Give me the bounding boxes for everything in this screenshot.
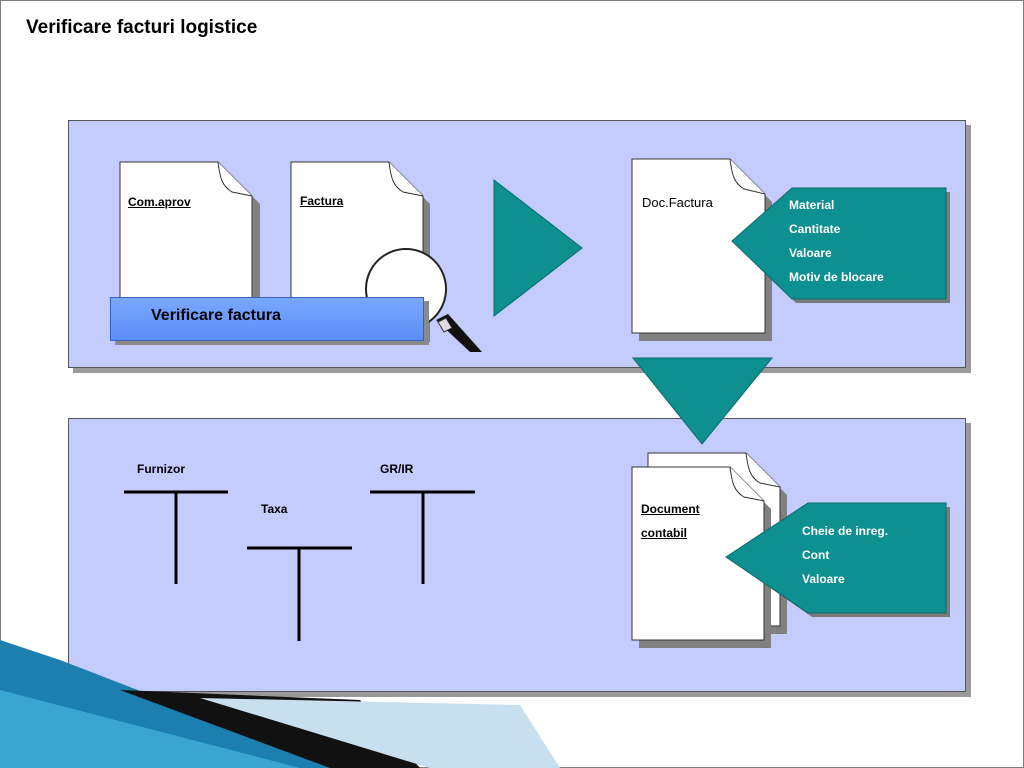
label-document-line2: contabil — [641, 526, 688, 540]
callout-item-cantitate: Cantitate — [789, 222, 841, 236]
slide-title: Verificare facturi logistice — [26, 17, 258, 38]
callout-item-cont: Cont — [802, 548, 830, 562]
label-factura: Factura — [300, 194, 344, 208]
label-taxa: Taxa — [261, 502, 288, 516]
process-arrow-down — [631, 357, 774, 445]
callout-top-list: Material Cantitate Valoare Motiv de bloc… — [789, 193, 884, 289]
label-furnizor: Furnizor — [137, 462, 185, 476]
t-account-taxa — [247, 546, 352, 641]
doc-contabil-stack — [631, 452, 787, 648]
label-com-aprov: Com.aprov — [128, 195, 191, 209]
label-document-line1: Document — [641, 502, 700, 516]
callout-item-valoare-bottom: Valoare — [802, 572, 845, 586]
doc-factura-result — [631, 158, 772, 341]
t-account-grir — [370, 490, 475, 584]
label-doc-factura: Doc.Factura — [642, 195, 713, 210]
t-account-furnizor — [124, 490, 228, 584]
callout-bottom-list: Cheie de inreg. Cont Valoare — [802, 519, 888, 591]
corner-swoosh — [0, 640, 560, 768]
verification-bar: Verificare factura — [110, 297, 424, 341]
process-arrow-right — [493, 178, 583, 318]
callout-item-material: Material — [789, 198, 835, 212]
callout-item-cheie: Cheie de inreg. — [802, 524, 889, 538]
verification-bar-label: Verificare factura — [151, 307, 281, 324]
label-grir: GR/IR — [380, 462, 414, 476]
callout-item-motiv: Motiv de blocare — [789, 270, 884, 284]
callout-item-valoare: Valoare — [789, 246, 832, 260]
